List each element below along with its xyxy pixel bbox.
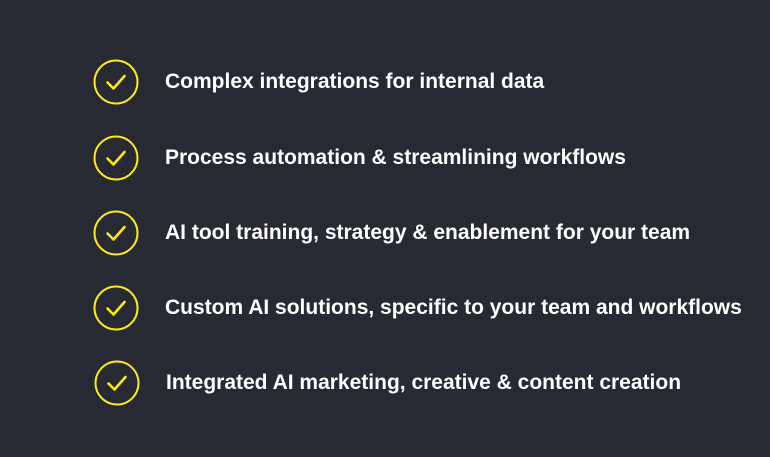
check-circle-icon: [93, 210, 139, 256]
check-circle-icon: [93, 59, 139, 105]
feature-label: Integrated AI marketing, creative & cont…: [166, 371, 682, 394]
feature-label: Process automation & streamlining workfl…: [165, 146, 626, 169]
feature-label: AI tool training, strategy & enablement …: [165, 221, 691, 244]
check-circle-icon: [93, 135, 139, 181]
feature-label: Custom AI solutions, specific to your te…: [165, 296, 742, 319]
check-circle-icon: [93, 285, 139, 331]
feature-label: Complex integrations for internal data: [165, 70, 545, 93]
check-circle-icon: [94, 360, 140, 406]
